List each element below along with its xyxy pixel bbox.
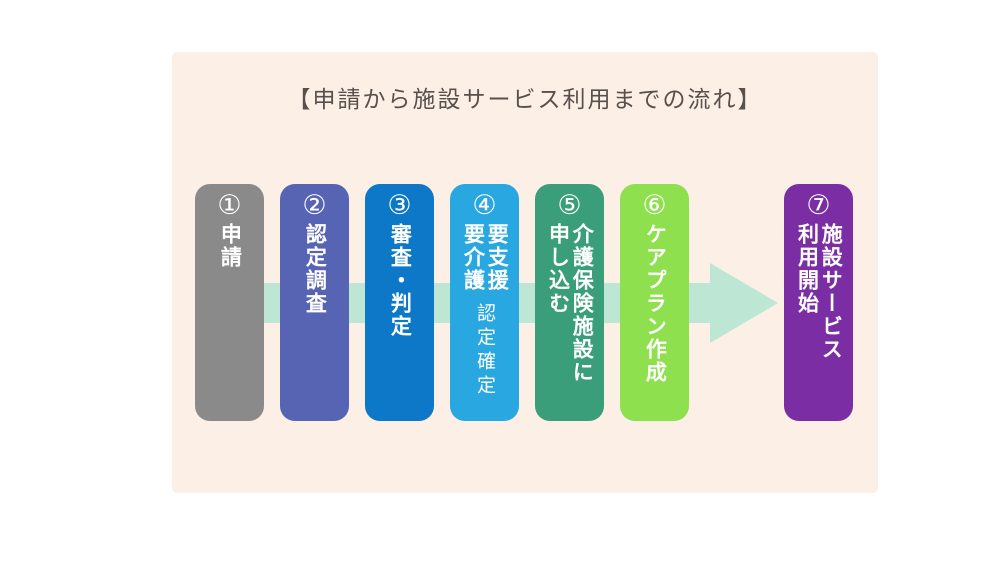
step-5-apply-to-facility: ⑤ 介護保険施設に 申し込む: [535, 184, 604, 421]
step-number-badge: ③: [387, 190, 412, 220]
step-1-application: ① 申請: [195, 184, 264, 421]
step-label: 審査・判定: [388, 223, 412, 339]
step-2-certification-survey: ② 認定調査: [280, 184, 349, 421]
step-label: 申請: [218, 223, 242, 270]
step-label: 介護保険施設に 申し込む: [546, 223, 594, 385]
step-label: 施設サービス 利用開始: [795, 223, 843, 362]
step-label: 認定調査: [303, 223, 327, 316]
step-sublabel: 認定確定: [474, 303, 495, 400]
step-6-care-plan-creation: ⑥ ケアプラン作成: [620, 184, 689, 421]
step-4-care-level-certification: ④ 要支援 要介護 認定確定: [450, 184, 519, 421]
flow-arrow-head-icon: [710, 263, 778, 343]
step-7-service-start: ⑦ 施設サービス 利用開始: [784, 184, 853, 421]
step-number-badge: ①: [217, 190, 242, 220]
step-number-badge: ④: [472, 190, 497, 220]
step-label: 要支援 要介護: [461, 223, 509, 293]
diagram-title: 【申請から施設サービス利用までの流れ】: [287, 86, 763, 112]
step-label: ケアプラン作成: [643, 223, 667, 385]
step-number-badge: ⑤: [557, 190, 582, 220]
step-number-badge: ②: [302, 190, 327, 220]
step-number-badge: ⑥: [642, 190, 667, 220]
step-number-badge: ⑦: [806, 190, 831, 220]
step-3-review-judgment: ③ 審査・判定: [365, 184, 434, 421]
